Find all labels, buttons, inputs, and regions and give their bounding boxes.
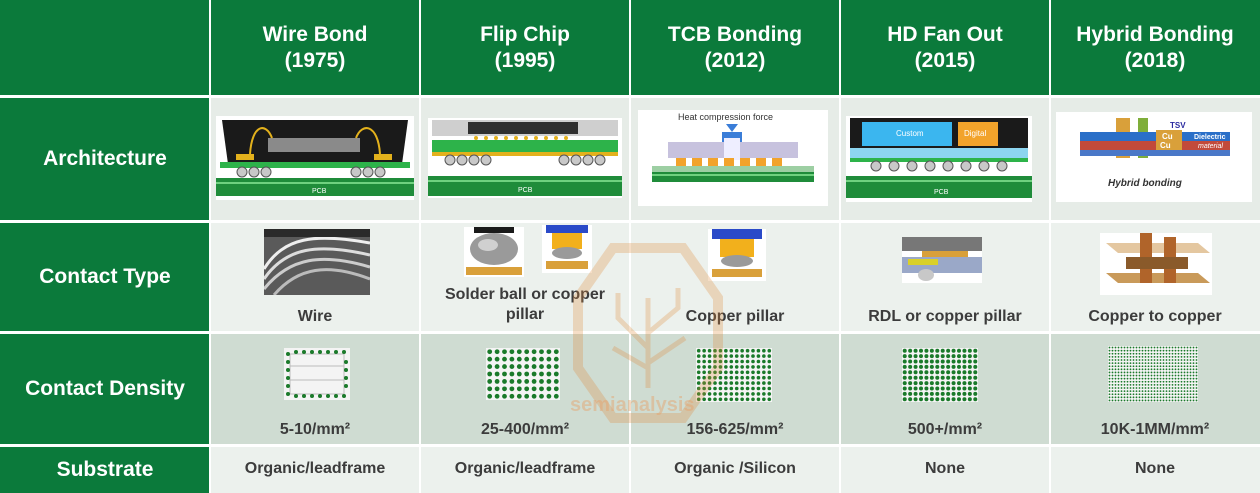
contact-density-flip-chip: 25-400/mm² <box>420 334 630 444</box>
contact-type-label: Copper pillar <box>685 308 785 325</box>
density-grid-tcb <box>696 348 772 402</box>
density-grid-wire-bond <box>284 348 350 400</box>
header-tcb-bonding: TCB Bonding (2012) <box>630 0 840 95</box>
substrate-tcb: Organic /Silicon <box>674 460 796 477</box>
substrate-hd-fan-out: None <box>925 460 965 477</box>
contact-type-hd-fan-out: RDL or copper pillar <box>840 223 1050 331</box>
contact-type-flip-chip: Solder ball or copper pillar <box>420 223 630 331</box>
contact-type-label: Solder ball or copper pillar <box>444 286 606 323</box>
watermark-text: semianalysis <box>570 394 695 416</box>
header-flip-chip: Flip Chip (1995) <box>420 0 630 95</box>
tsv-label: TSV <box>1170 121 1186 130</box>
solder-ball-image <box>464 227 524 277</box>
contact-density-wire-bond: 5-10/mm² <box>210 334 420 444</box>
copper-pillar-image <box>708 229 766 281</box>
contact-type-hybrid-bonding: Copper to copper <box>1050 223 1260 331</box>
row-label-substrate: Substrate <box>0 447 210 493</box>
header-hd-fan-out: HD Fan Out (2015) <box>840 0 1050 95</box>
cu-label-top: Cu <box>1162 132 1173 141</box>
pcb-label-hd-fan-out: PCB <box>934 189 949 196</box>
copper-pillar-image-small <box>542 225 592 273</box>
contact-density-label: 156-625/mm² <box>686 421 784 438</box>
cu-label-bottom: Cu <box>1160 141 1171 150</box>
flip-chip-architecture-image: PCB <box>428 118 622 198</box>
substrate-wire-bond: Organic/leadframe <box>244 460 386 477</box>
hd-fan-out-architecture-image: Custom Digital PCB <box>846 116 1032 202</box>
header-corner <box>0 0 210 95</box>
rdl-image <box>902 237 982 283</box>
contact-type-label: Copper to copper <box>1088 308 1222 325</box>
substrate-flip-chip: Organic/leadframe <box>454 460 596 477</box>
contact-type-wire-bond: Wire <box>210 223 420 331</box>
dielectric-label: Dielectric <box>1194 134 1226 141</box>
custom-die-label: Custom <box>896 129 924 138</box>
row-label-contact-density: Contact Density <box>0 334 210 444</box>
contact-density-label: 500+/mm² <box>907 421 983 438</box>
contact-density-label: 25-400/mm² <box>480 421 570 438</box>
contact-density-hybrid-bonding: 10K-1MM/mm² <box>1050 334 1260 444</box>
substrate-hybrid-bonding: None <box>1135 460 1175 477</box>
heat-compression-force-label: Heat compression force <box>678 112 773 122</box>
header-hybrid-bonding: Hybrid Bonding (2018) <box>1050 0 1260 95</box>
contact-type-label: RDL or copper pillar <box>868 308 1022 325</box>
substrate-row-bg <box>210 447 1260 493</box>
density-grid-flip-chip <box>486 348 560 400</box>
copper-to-copper-image <box>1100 233 1212 295</box>
hybrid-bonding-caption: Hybrid bonding <box>1108 178 1182 189</box>
pcb-label-wire-bond: PCB <box>312 188 327 195</box>
header-wire-bond: Wire Bond (1975) <box>210 0 420 95</box>
pcb-label-flip-chip: PCB <box>518 187 533 194</box>
contact-density-label: 5-10/mm² <box>279 421 351 438</box>
wire-bond-architecture-image: PCB <box>216 116 414 200</box>
wire-contact-image <box>264 229 370 295</box>
row-label-architecture: Architecture <box>0 98 210 220</box>
contact-type-tcb: Copper pillar <box>630 223 840 331</box>
digital-die-label: Digital <box>964 129 986 138</box>
density-grid-hybrid-bonding <box>1108 346 1198 402</box>
contact-density-label: 10K-1MM/mm² <box>1100 421 1210 438</box>
density-grid-hd-fan-out <box>902 348 978 402</box>
row-label-contact-type: Contact Type <box>0 223 210 331</box>
tcb-architecture-image: Heat compression force <box>638 110 828 206</box>
contact-density-tcb: 156-625/mm² <box>630 334 840 444</box>
contact-type-label: Wire <box>297 308 333 325</box>
material-label: material <box>1198 143 1223 150</box>
hybrid-bonding-architecture-image: TSV Cu Cu Dielectric material Hybrid bon… <box>1056 112 1252 202</box>
contact-density-hd-fan-out: 500+/mm² <box>840 334 1050 444</box>
